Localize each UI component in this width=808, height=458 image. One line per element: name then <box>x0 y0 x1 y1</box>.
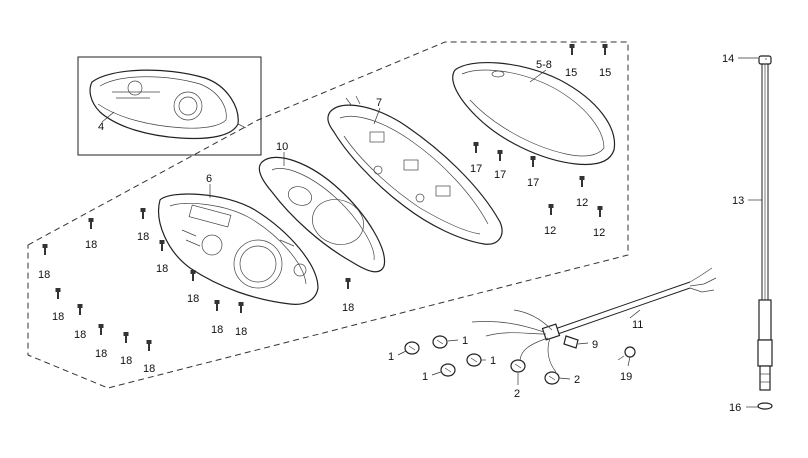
callout-18: 18 <box>235 326 247 338</box>
callout-18: 18 <box>143 363 155 375</box>
callout-6: 6 <box>206 173 212 185</box>
meter-assembly-drawing <box>89 69 247 140</box>
callout-1: 1 <box>388 351 394 363</box>
callout-18: 18 <box>74 329 86 341</box>
callout-10: 10 <box>276 141 288 153</box>
callout-17: 17 <box>527 177 539 189</box>
callout-5-8: 5-8 <box>536 59 552 71</box>
callout-15: 15 <box>565 67 577 79</box>
callout-15: 15 <box>599 67 611 79</box>
callout-2: 2 <box>574 374 580 386</box>
grommet-drawing <box>617 346 636 361</box>
callout-18: 18 <box>38 269 50 281</box>
leader-lines <box>209 57 767 408</box>
bulbs-drawing <box>404 335 560 385</box>
callout-17: 17 <box>494 169 506 181</box>
callout-18: 18 <box>52 311 64 323</box>
callout-18: 18 <box>187 293 199 305</box>
speedometer-cable-drawing <box>757 55 773 410</box>
meter-bezel-drawing <box>258 156 386 273</box>
callout-16: 16 <box>729 402 741 414</box>
callout-19: 19 <box>620 371 632 383</box>
callout-9: 9 <box>592 339 598 351</box>
callout-12: 12 <box>576 197 588 209</box>
inset-box-part-4 <box>77 56 262 156</box>
callout-1: 1 <box>462 335 468 347</box>
callout-14: 14 <box>722 53 734 65</box>
callout-1: 1 <box>490 355 496 367</box>
callout-7: 7 <box>376 97 382 109</box>
callout-18: 18 <box>120 355 132 367</box>
meter-housing-drawing <box>327 95 503 245</box>
callout-18: 18 <box>211 324 223 336</box>
callout-18: 18 <box>85 239 97 251</box>
callout-18: 18 <box>137 231 149 243</box>
callout-18: 18 <box>156 263 168 275</box>
callout-4: 4 <box>98 121 104 133</box>
callout-12: 12 <box>544 225 556 237</box>
callout-labels: 14 13 16 4 5-8 7 10 6 15 15 17 17 17 12 … <box>38 53 744 414</box>
callout-18: 18 <box>342 302 354 314</box>
wire-clamp-drawing <box>563 335 579 349</box>
meter-rear-cover-drawing <box>452 62 616 166</box>
callout-18: 18 <box>95 348 107 360</box>
callout-17: 17 <box>470 163 482 175</box>
callout-2: 2 <box>514 388 520 400</box>
wire-harness-drawing <box>471 267 717 373</box>
callout-11: 11 <box>632 319 643 331</box>
assembly-boundary <box>27 41 629 389</box>
callout-1: 1 <box>422 371 428 383</box>
callout-12: 12 <box>593 227 605 239</box>
callout-13: 13 <box>732 195 744 207</box>
meter-dial-plate-drawing <box>158 193 319 305</box>
